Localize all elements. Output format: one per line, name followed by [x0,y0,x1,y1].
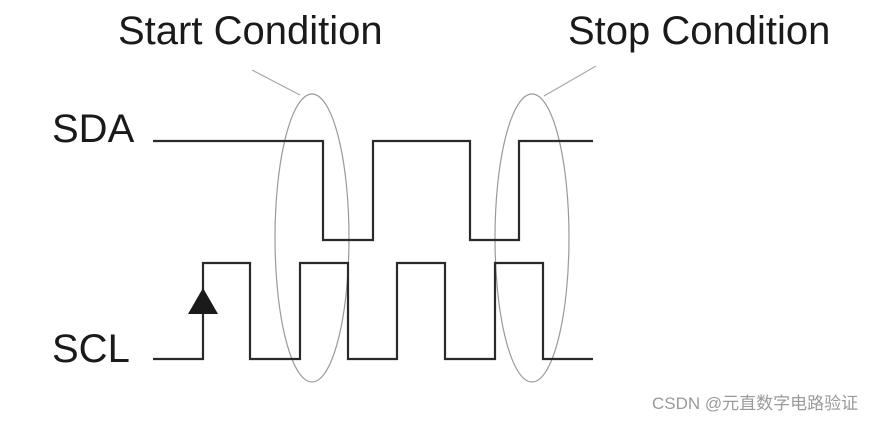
sda-label: SDA [52,107,135,151]
rising-edge-arrow-icon [188,288,218,314]
scl-label: SCL [52,327,130,371]
csdn-watermark: CSDN @元直数字电路验证 [652,394,858,413]
start-condition-title: Start Condition [118,9,383,53]
sda-waveform [153,139,593,242]
stop-condition-leader [543,65,597,97]
stop-condition-title: Stop Condition [568,9,830,53]
start-condition-ellipse [274,93,350,383]
scl-waveform [153,261,593,361]
start-condition-leader [251,69,301,96]
stop-condition-ellipse [494,93,570,383]
